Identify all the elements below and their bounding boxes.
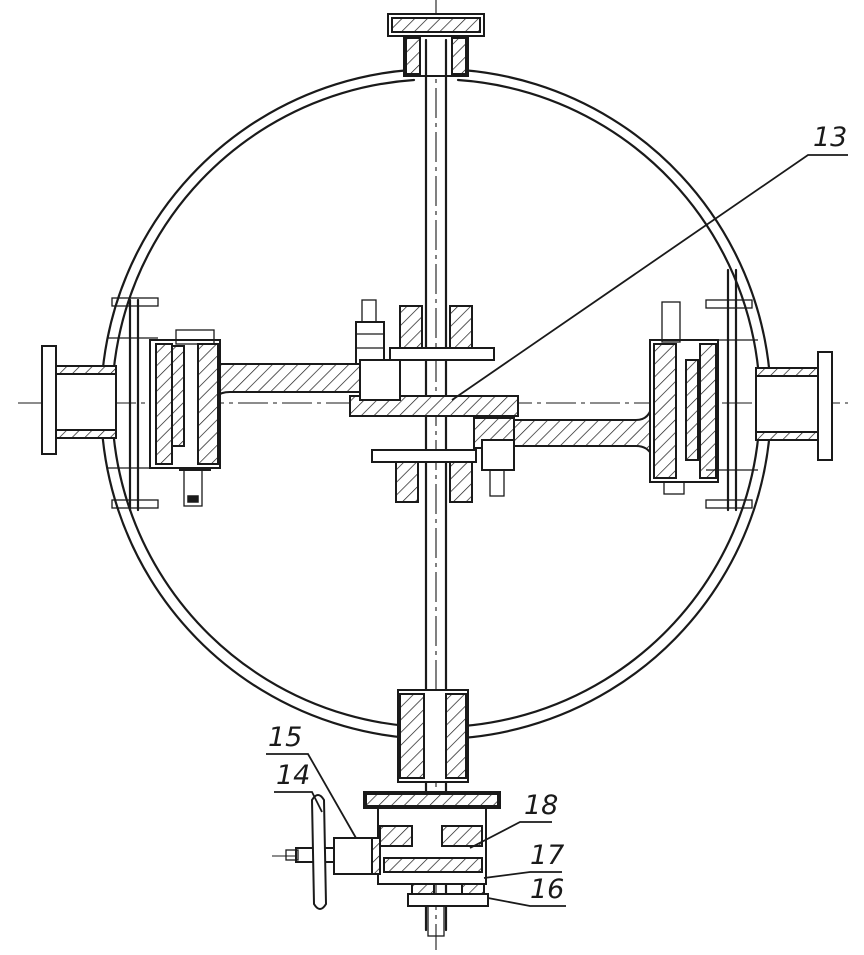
- lower-hub-flange: [371, 449, 477, 463]
- left-arm: [149, 329, 361, 507]
- bottom-bolt: [427, 905, 445, 937]
- leader-lines: [266, 154, 848, 907]
- callout-13: 13: [813, 122, 847, 153]
- gearbox: [377, 807, 489, 937]
- center-crossbar: [349, 359, 519, 449]
- callout-15: 15: [268, 722, 302, 753]
- left-pipe-flange: [41, 345, 57, 455]
- handwheel-assembly: [285, 794, 381, 910]
- leader-15: [266, 753, 357, 839]
- bottom-cover-plate: [407, 893, 489, 907]
- lower-hub: [371, 439, 515, 503]
- upper-hub-flange: [389, 347, 495, 361]
- callout-17: 17: [530, 840, 564, 871]
- right-pipe-flange: [817, 351, 833, 461]
- worm-gear: [441, 825, 483, 847]
- bottom-nozzle: [363, 689, 501, 809]
- handwheel-rim: [310, 794, 328, 910]
- leader-14: [274, 791, 323, 813]
- callout-16: 16: [530, 874, 564, 905]
- callout-14: 14: [276, 760, 310, 791]
- right-pipe: [755, 367, 819, 441]
- lower-bolt-nut: [481, 439, 515, 471]
- top-nozzle: [387, 13, 485, 77]
- leader-18: [469, 821, 552, 849]
- callout-labels: 13 14 15 16 17 18: [268, 122, 847, 905]
- crossbar-left-block: [359, 359, 401, 401]
- callout-18: 18: [524, 790, 558, 821]
- left-nozzle: [41, 297, 159, 512]
- worm-housing: [333, 837, 379, 875]
- leader-13: [451, 154, 848, 401]
- leader-17: [483, 871, 562, 879]
- right-arm: [513, 301, 719, 495]
- right-nozzle: [705, 268, 833, 512]
- leader-16: [487, 897, 566, 907]
- left-pipe: [55, 365, 117, 439]
